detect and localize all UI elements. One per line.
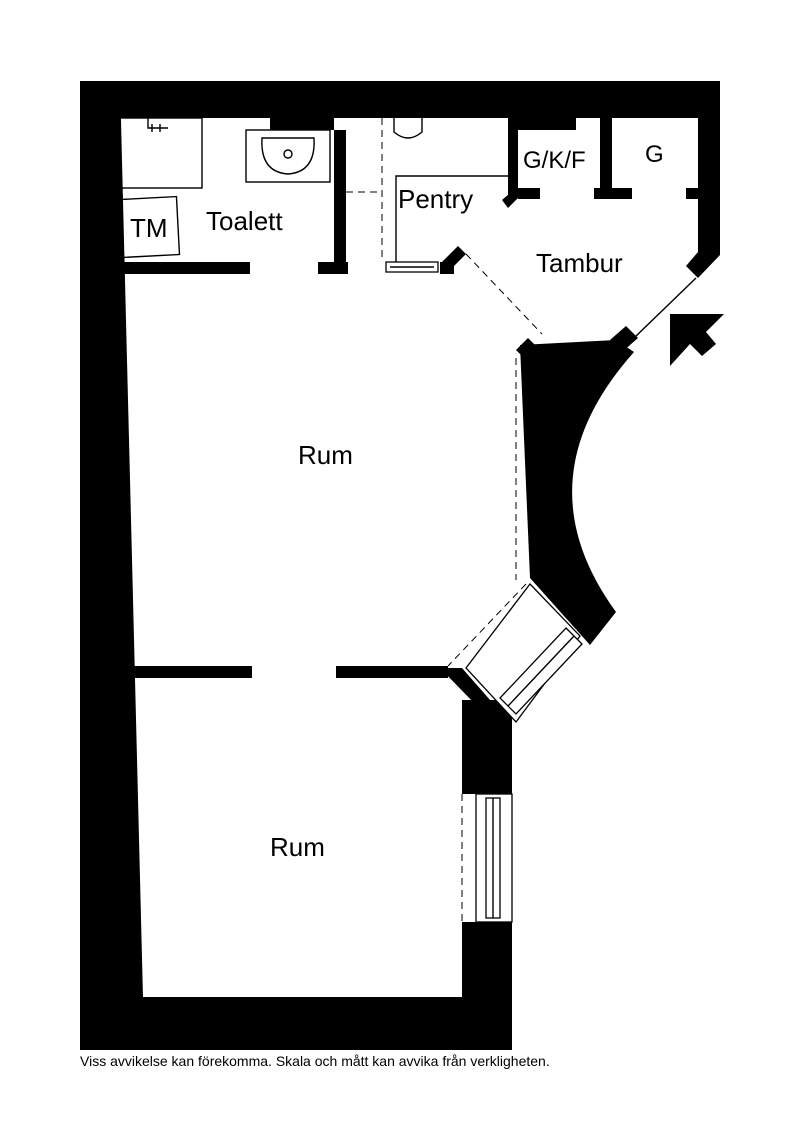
wall-pentry-corner <box>442 246 466 270</box>
windows <box>465 583 583 923</box>
room-label-gkf: G/K/F <box>523 147 586 174</box>
door-openings <box>447 253 697 922</box>
wall-stub-top-2 <box>508 116 576 130</box>
room-label-tambur: Tambur <box>536 248 623 278</box>
entrance-arrow-icon <box>670 314 724 366</box>
window-diagonal-pane <box>507 635 575 707</box>
wall-room-divider-right <box>336 666 448 678</box>
toilet-seat-icon <box>393 118 423 139</box>
wall-gkf-left <box>508 118 518 198</box>
pentry-outline <box>395 175 508 262</box>
room-label-toalett: Toalett <box>206 206 283 236</box>
wall-top <box>80 81 720 118</box>
tap-icon <box>147 118 168 132</box>
room-label-g: G <box>645 141 664 168</box>
wall-bottom <box>108 997 512 1050</box>
wall-tambur-stub-2 <box>610 326 638 352</box>
wall-tambur-stub-1 <box>516 338 540 362</box>
wall-toilet-pentry <box>334 130 346 270</box>
entrance-line <box>633 277 697 339</box>
room-label-rum-upper: Rum <box>298 440 353 470</box>
wall-g-bottom <box>686 188 704 199</box>
disclaimer-text: Viss avvikelse kan förekomma. Skala och … <box>80 1053 550 1069</box>
wall-toilet-bottom-left <box>118 262 250 274</box>
wall-curved <box>520 340 634 645</box>
sink-drain-icon <box>283 149 293 159</box>
wall-room-divider-left <box>132 666 252 678</box>
wall-gkf-stub <box>502 188 522 208</box>
wall-gkf-bottom <box>518 188 540 199</box>
outer-walls <box>80 81 720 1050</box>
toilet-fixtures <box>119 117 331 259</box>
sink-basin-icon <box>261 137 315 175</box>
interior-walls <box>118 118 704 678</box>
wall-gkf-bottom-2 <box>594 188 632 199</box>
room-label-pentry: Pentry <box>398 184 473 214</box>
room-label-rum-lower: Rum <box>270 832 325 862</box>
shower-area <box>119 117 203 189</box>
wall-stub-top-1 <box>270 116 334 130</box>
tambur-door-dash <box>465 253 543 335</box>
tm-box <box>119 195 181 259</box>
room-door-dash-diag <box>447 583 527 667</box>
wall-gkf-right <box>600 118 612 198</box>
pentry-fixtures <box>346 118 508 273</box>
wall-left <box>80 81 143 1050</box>
sink-counter <box>245 129 331 183</box>
wall-right-upper <box>686 81 720 278</box>
wall-right-lower <box>462 922 512 1000</box>
window-diagonal <box>465 583 581 724</box>
room-label-tm: TM <box>130 213 168 243</box>
